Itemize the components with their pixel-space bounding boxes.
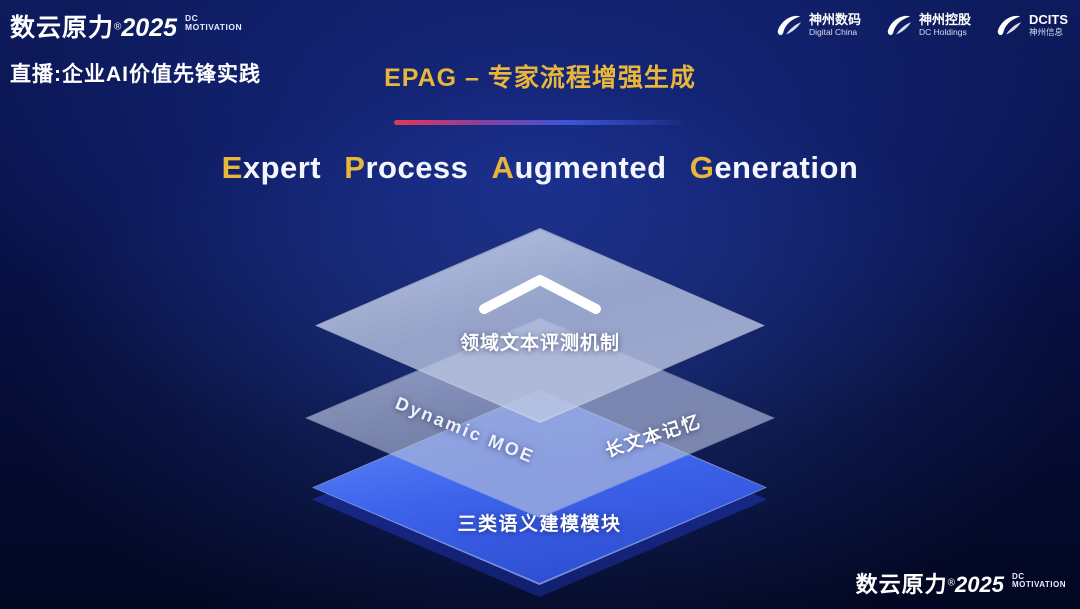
logo-name-cn: 神州控股	[918, 11, 971, 27]
logo-name-cn: 神州信息	[1029, 26, 1064, 37]
gradient-divider	[394, 120, 686, 125]
live-stream-label: 直播:企业AI价值先锋实践	[10, 63, 261, 86]
brand-name: 数云原力	[855, 572, 948, 597]
corporate-logos: 神州数码 Digital China 神州控股 DC Holdings DCIT…	[773, 10, 1068, 40]
footer-brand-logo: 数云原力®2025 DC MOTIVATION	[856, 567, 1066, 599]
logo-dcits: DCITS 神州信息	[993, 10, 1068, 40]
brand-year: 2025	[955, 572, 1004, 597]
brand-name: 数云原力	[10, 14, 115, 42]
brand-tagline: DC MOTIVATION	[185, 13, 243, 32]
top-layer-label: 领域文本评测机制	[459, 333, 621, 354]
brand-year: 2025	[121, 14, 178, 42]
logo-name-cn: 神州数码	[808, 11, 861, 27]
chevron-up-icon	[479, 275, 601, 314]
registered-mark: ®	[114, 21, 122, 33]
brand-logo: 数云原力®2025 DC MOTIVATION	[10, 8, 242, 44]
main-title: Expert Process Augmented Generation	[221, 150, 859, 185]
layer-stack-diagram: 三类语义建模模块 Dynamic MOE 长文本记忆 领域文本评测机制	[290, 228, 790, 597]
logo-digital-china: 神州数码 Digital China	[773, 10, 861, 40]
logo-dc-holdings: 神州控股 DC Holdings	[883, 10, 971, 40]
swoosh-icon	[887, 15, 912, 36]
logo-name-en: DC Holdings	[918, 26, 967, 37]
brand-tagline: DC MOTIVATION	[1011, 572, 1066, 590]
slide-title: EPAG – 专家流程增强生成	[384, 64, 696, 92]
swoosh-icon	[997, 15, 1022, 36]
logo-name-en: Digital China	[808, 26, 858, 37]
registered-mark: ®	[947, 577, 956, 589]
logo-name-en: DCITS	[1029, 11, 1068, 27]
swoosh-icon	[777, 15, 802, 36]
base-layer-label: 三类语义建模模块	[457, 514, 622, 535]
